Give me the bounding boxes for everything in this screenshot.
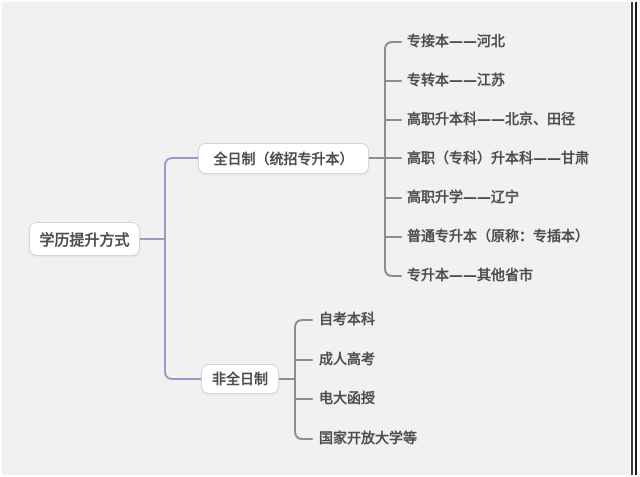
node-root[interactable]: 学历提升方式 (29, 222, 140, 256)
leaf-fulltime-3[interactable]: 高职升本科——北京、田径 (407, 112, 575, 128)
leaf-parttime-1[interactable]: 自考本科 (319, 312, 375, 328)
root-branch-edges (139, 157, 202, 380)
leaf-fulltime-2[interactable]: 专转本——江苏 (407, 73, 505, 89)
leaf-parttime-3[interactable]: 电大函授 (319, 391, 375, 407)
fulltime-bracket-edges (368, 41, 402, 277)
edge-artifact-line-inner (635, 2, 637, 475)
leaf-parttime-4[interactable]: 国家开放大学等 (319, 431, 417, 447)
edge-parttime-bracket (294, 319, 313, 440)
leaf-parttime-2[interactable]: 成人高考 (319, 352, 375, 368)
parttime-bracket-edges (278, 319, 313, 440)
edge-artifact-line-outer (631, 2, 633, 475)
edge-fulltime-bracket (384, 41, 402, 277)
node-branch-parttime[interactable]: 非全日制 (201, 364, 279, 394)
edge-root-to-parttime (164, 238, 202, 380)
leaf-fulltime-4[interactable]: 高职（专科）升本科——甘肃 (407, 151, 589, 167)
leaf-fulltime-5[interactable]: 高职升学——辽宁 (407, 190, 519, 206)
node-root-label: 学历提升方式 (39, 230, 130, 249)
leaf-fulltime-1[interactable]: 专接本——河北 (407, 34, 505, 50)
leaf-fulltime-6[interactable]: 普通专升本（原称：专插本） (407, 229, 589, 245)
node-branch-fulltime-label: 全日制（统招专升本） (213, 151, 354, 168)
screenshot-edge-artifact (630, 2, 638, 475)
node-branch-parttime-label: 非全日制 (212, 372, 268, 388)
edge-root-to-fulltime (164, 157, 199, 240)
leaf-fulltime-7[interactable]: 专升本——其他省市 (407, 268, 533, 284)
node-branch-fulltime[interactable]: 全日制（统招专升本） (198, 143, 369, 174)
